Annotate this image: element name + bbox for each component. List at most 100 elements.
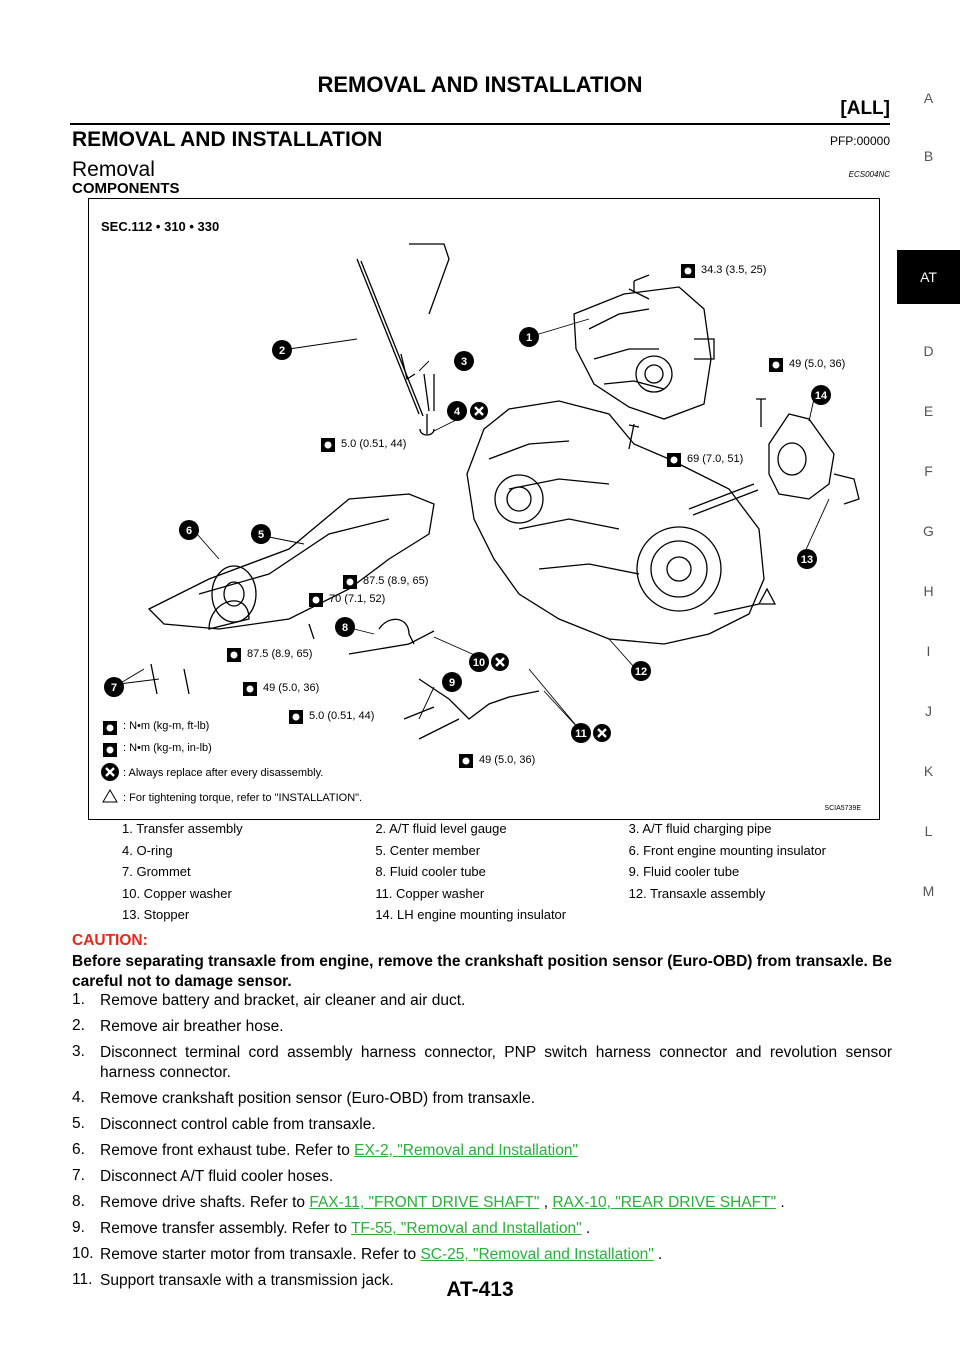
- legend: : N•m (kg-m, ft-lb) : N•m (kg-m, in-lb) …: [99, 720, 362, 804]
- parts-table: 1. Transfer assembly 2. A/T fluid level …: [118, 818, 878, 926]
- svg-text:5.0 (0.51, 44): 5.0 (0.51, 44): [341, 438, 406, 450]
- svg-text:34.3 (3.5, 25): 34.3 (3.5, 25): [701, 264, 766, 276]
- link-sc-25[interactable]: SC-25, "Removal and Installation": [420, 1246, 654, 1263]
- sec-label: SEC.112 • 310 • 330: [101, 219, 219, 234]
- side-index-k[interactable]: K: [923, 763, 934, 779]
- callout-14: 14: [811, 385, 831, 405]
- svg-text:49 (5.0, 36): 49 (5.0, 36): [479, 754, 535, 766]
- legend-in-lb: : N•m (kg-m, in-lb): [123, 742, 212, 754]
- legend-replace-icon: [99, 761, 121, 783]
- callout-5: 5: [251, 524, 271, 544]
- part-14: 14. LH engine mounting insulator: [375, 907, 567, 923]
- part-10: 10. Copper washer: [122, 885, 232, 901]
- side-index-i[interactable]: I: [926, 643, 931, 659]
- legend-replace: : Always replace after every disassembly…: [123, 767, 323, 779]
- step-text: Disconnect A/T fluid cooler hoses.: [100, 1168, 334, 1185]
- svg-text:8: 8: [342, 622, 348, 634]
- part-3: 3. A/T fluid charging pipe: [628, 821, 772, 837]
- step-text: Remove starter motor from transaxle. Ref…: [100, 1246, 663, 1263]
- svg-text:9: 9: [449, 677, 455, 689]
- torque-label-3: 5.0 (0.51, 44): [321, 438, 406, 452]
- svg-text:4: 4: [454, 406, 461, 418]
- link-fax-11[interactable]: FAX-11, "FRONT DRIVE SHAFT": [309, 1194, 540, 1211]
- caution-heading: CAUTION:: [72, 932, 148, 949]
- svg-text:69 (7.0, 51): 69 (7.0, 51): [687, 453, 743, 465]
- legend-triangle-icon: [102, 789, 118, 803]
- torque-label-2: 49 (5.0, 36): [769, 358, 845, 372]
- callout-9: 9: [442, 672, 462, 692]
- parts-row: 1. Transfer assembly 2. A/T fluid level …: [118, 818, 878, 840]
- step-number: 4.: [72, 1089, 85, 1106]
- svg-text:5: 5: [258, 529, 264, 541]
- parts-row: 10. Copper washer 11. Copper washer 12. …: [118, 883, 878, 905]
- step-number: 1.: [72, 991, 85, 1008]
- part-11: 11. Copper washer: [375, 885, 485, 901]
- callout-12: 12: [631, 661, 651, 681]
- bolts-drawing: [150, 288, 650, 720]
- side-index-at-active[interactable]: AT: [897, 250, 960, 304]
- side-index-d[interactable]: D: [923, 343, 934, 359]
- legend-ft-lb: : N•m (kg-m, ft-lb): [123, 720, 209, 732]
- step-text: Support transaxle with a transmission ja…: [100, 1272, 394, 1289]
- svg-text:5.0 (0.51, 44): 5.0 (0.51, 44): [309, 710, 374, 722]
- svg-text:13: 13: [801, 554, 813, 566]
- parts-row: 4. O-ring 5. Center member 6. Front engi…: [118, 840, 878, 862]
- side-index-a[interactable]: A: [923, 90, 934, 106]
- caution-text: Before separating transaxle from engine,…: [72, 953, 892, 990]
- step-number: 11.: [72, 1271, 93, 1288]
- running-header-subtitle: [ALL]: [840, 98, 890, 119]
- replace-icon-4: [468, 400, 490, 422]
- header-rule: [70, 123, 890, 125]
- step-text: Remove crankshaft position sensor (Euro-…: [100, 1090, 536, 1107]
- callout-11: 11: [571, 723, 591, 743]
- components-figure: SEC.112 • 310 • 330: [88, 198, 880, 820]
- svg-text:2: 2: [279, 345, 285, 357]
- part-1: 1. Transfer assembly: [122, 821, 243, 837]
- fluid-cooler-tubes-drawing: [348, 618, 540, 740]
- side-index-h[interactable]: H: [923, 583, 934, 599]
- svg-text:11: 11: [575, 728, 587, 740]
- svg-text:87.5 (8.9, 65): 87.5 (8.9, 65): [363, 575, 428, 587]
- callout-8: 8: [335, 617, 355, 637]
- subsection-title: Removal: [72, 158, 155, 181]
- svg-text:3: 3: [461, 356, 467, 368]
- fluid-gauge-pipe-drawing: [356, 243, 450, 436]
- running-header-title: REMOVAL AND INSTALLATION: [317, 72, 643, 97]
- callout-7: 7: [104, 677, 124, 697]
- callout-3: 3: [454, 351, 474, 371]
- step-number: 10.: [72, 1245, 94, 1262]
- components-heading: COMPONENTS: [72, 180, 180, 197]
- step-number: 5.: [72, 1115, 85, 1132]
- part-empty: [625, 904, 878, 926]
- step-text: Remove drive shafts. Refer to FAX-11, "F…: [100, 1194, 785, 1211]
- link-rax-10[interactable]: RAX-10, "REAR DRIVE SHAFT": [552, 1194, 777, 1211]
- step-text: Remove transfer assembly. Refer to TF-55…: [100, 1220, 591, 1237]
- svg-text:12: 12: [635, 666, 647, 678]
- side-index-b[interactable]: B: [923, 148, 934, 164]
- torque-label-6: 70 (7.1, 52): [309, 593, 385, 607]
- side-index-f[interactable]: F: [924, 463, 933, 479]
- exploded-view-diagram: SEC.112 • 310 • 330: [99, 219, 861, 812]
- side-index-l[interactable]: L: [924, 823, 933, 839]
- link-ex-2[interactable]: EX-2, "Removal and Installation": [354, 1142, 578, 1159]
- part-7: 7. Grommet: [122, 864, 191, 880]
- svg-text:87.5 (8.9, 65): 87.5 (8.9, 65): [247, 648, 312, 660]
- link-tf-55[interactable]: TF-55, "Removal and Installation": [350, 1220, 582, 1237]
- part-13: 13. Stopper: [122, 907, 190, 923]
- side-index-j[interactable]: J: [925, 703, 932, 719]
- replace-icon-10: [489, 651, 511, 673]
- lh-mount-drawing: [688, 398, 860, 615]
- step-text: Disconnect control cable from transaxle.: [100, 1116, 376, 1133]
- callout-2: 2: [272, 340, 292, 360]
- step-text: Remove air breather hose.: [100, 1018, 284, 1035]
- legend-ft-lb-icon: [103, 721, 117, 735]
- step-number: 7.: [72, 1167, 85, 1184]
- svg-text:7: 7: [111, 682, 117, 694]
- side-index-g[interactable]: G: [923, 523, 934, 539]
- side-index-e[interactable]: E: [923, 403, 934, 419]
- torque-label-7: 87.5 (8.9, 65): [227, 648, 312, 662]
- svg-text:6: 6: [186, 525, 192, 537]
- side-index-m[interactable]: M: [922, 883, 935, 899]
- svg-text:10: 10: [473, 657, 485, 669]
- svg-text:14: 14: [815, 390, 828, 402]
